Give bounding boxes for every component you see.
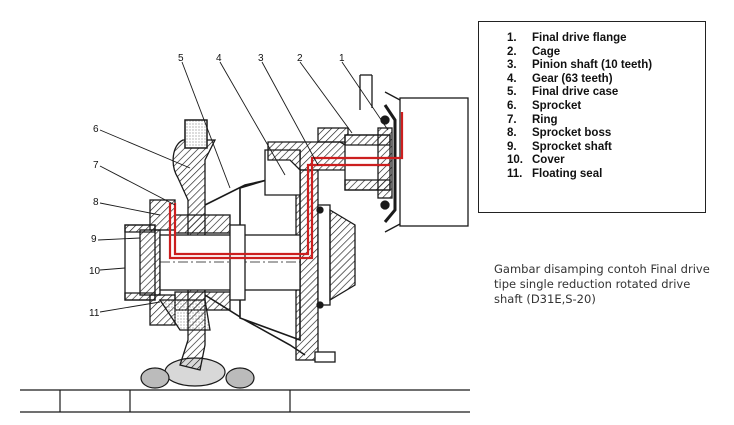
legend-item-10: 10. Cover [507,154,705,168]
legend-label: Cover [532,154,565,167]
callout-leaders [97,61,389,313]
callout-1: 1 [339,53,345,64]
track-frame [359,74,469,233]
legend-label: Floating seal [532,167,603,180]
callout-6: 6 [93,124,99,135]
legend-label: Final drive flange [532,32,627,44]
legend-num: 6. [507,99,517,112]
legend-item-2: 2. Cage [507,46,705,60]
legend-num: 8. [507,127,517,140]
legend-num: 2. [507,45,517,58]
legend-num: 3. [507,59,517,72]
legend-label: Gear (63 teeth) [532,72,613,85]
legend-num: 1. [507,32,517,44]
legend-box: 1. Final drive flange 2. Cage 3. Pinion sha… [478,21,706,213]
legend-label: Final drive case [532,86,619,99]
legend-label: Sprocket shaft [532,140,612,153]
legend-item-8: 8. Sprocket boss [507,127,705,141]
legend-item-7: 7. Ring [507,114,705,128]
final-drive-cross-section: 1 2 3 4 5 6 7 8 9 10 11 [20,53,470,413]
legend-num: 11. [507,167,523,180]
legend-item-4: 4. Gear (63 teeth) [507,73,705,87]
legend-item-9: 9. Sprocket shaft [507,141,705,155]
legend-label: Sprocket boss [532,127,612,140]
legend-item-5: 5. Final drive case [507,86,705,100]
legend-label: Cage [532,45,561,58]
callout-2: 2 [297,53,303,64]
gear [295,169,356,363]
callout-4: 4 [216,53,222,64]
callout-3: 3 [258,53,264,64]
cage-and-flange [264,115,393,210]
legend-list: 1. Final drive flange 2. Cage 3. Pinion sha… [479,22,705,182]
callout-7: 7 [93,160,99,171]
legend-num: 10. [507,154,523,167]
legend-num: 5. [507,86,517,99]
legend-item-6: 6. Sprocket [507,100,705,114]
callout-10: 10 [89,266,101,277]
callout-8: 8 [93,197,99,208]
legend-label: Sprocket [532,99,582,112]
legend-num: 9. [507,140,517,153]
legend-label: Pinion shaft (10 teeth) [532,59,653,72]
legend-num: 4. [507,72,517,85]
callout-9: 9 [91,234,97,245]
track-shoe [20,357,470,413]
legend-item-1: 1. Final drive flange [507,32,705,46]
legend-num: 7. [507,113,517,126]
callout-5: 5 [178,53,184,64]
legend-label: Ring [532,113,558,126]
figure-caption: Gambar disamping contoh Final drive tipe… [494,262,710,306]
power-flow-line [168,112,404,260]
legend-item-3: 3. Pinion shaft (10 teeth) [507,59,705,73]
callout-11: 11 [89,308,100,319]
legend-item-11: 11. Floating seal [507,168,705,182]
